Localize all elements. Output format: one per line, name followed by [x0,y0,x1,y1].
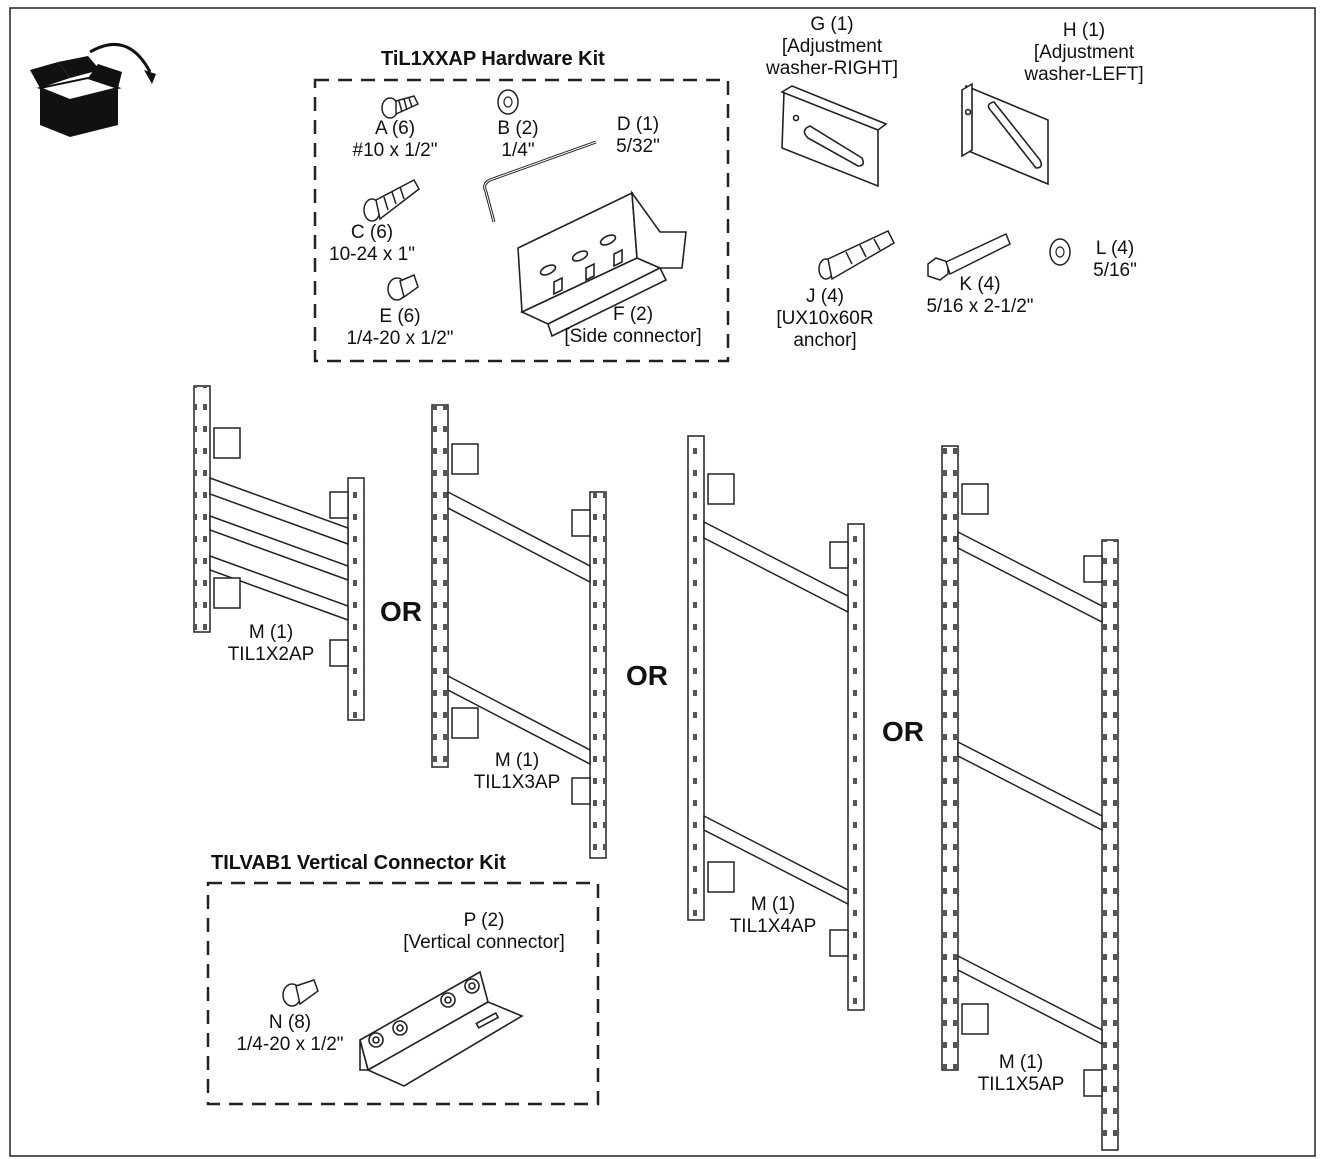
part-p-spec: [Vertical connector] [403,932,565,953]
part-j-line2: [UX10x60R [776,308,874,329]
part-a-spec: #10 x 1/2" [352,140,438,161]
open-box-icon [30,43,156,137]
part-d-id: D (1) [616,114,660,135]
part-k-id: K (4) [959,274,1001,295]
mount-til1x3ap-id: M (1) [494,750,540,771]
part-g-adjustment-washer-right [780,85,888,188]
part-f-side-connector [517,190,687,338]
part-a-screw [381,95,420,119]
mount-til1x3ap-label: M (1) TIL1X3AP [454,750,580,794]
part-e-screw [387,273,419,301]
part-e-spec: 1/4-20 x 1/2" [346,328,454,349]
mount-til1x3ap [431,404,607,859]
part-l-washer [1049,238,1071,266]
part-c-label: C (6) 10-24 x 1" [312,222,432,266]
part-j-id: J (4) [806,286,844,307]
part-h-line2: [Adjustment [1033,42,1135,63]
part-g-line2: [Adjustment [781,36,883,57]
part-k-label: K (4) 5/16 x 2-1/2" [910,274,1050,318]
part-e-label: E (6) 1/4-20 x 1/2" [332,306,468,350]
mount-til1x4ap-model: TIL1X4AP [729,916,817,937]
mount-til1x5ap [941,445,1119,1151]
part-f-label: F (2) [Side connector] [546,304,720,348]
part-d-hex-key [483,140,597,223]
part-l-label: L (4) 5/16" [1080,238,1150,282]
part-n-label: N (8) 1/4-20 x 1/2" [222,1012,358,1056]
part-h-adjustment-washer-left [961,82,1049,186]
part-b-id: B (2) [497,118,539,139]
part-n-spec: 1/4-20 x 1/2" [236,1034,344,1055]
part-d-label: D (1) 5/32" [598,114,678,158]
part-h-line3: washer-LEFT] [1024,64,1144,85]
mount-til1x2ap-model: TIL1X2AP [227,644,315,665]
part-n-id: N (8) [268,1012,312,1033]
part-a-id: A (6) [374,118,416,139]
part-p-vertical-connector [359,970,524,1087]
part-l-id: L (4) [1095,238,1135,259]
part-c-screw [363,178,420,222]
or-label-2: OR [626,660,668,691]
part-p-label: P (2) [Vertical connector] [384,910,584,954]
mount-til1x5ap-model: TIL1X5AP [977,1074,1065,1095]
or-label-3: OR [882,716,924,747]
part-f-spec: [Side connector] [564,326,702,347]
mount-til1x3ap-model: TIL1X3AP [473,772,561,793]
part-h-id: H (1) [1062,20,1106,41]
part-j-label: J (4) [UX10x60R anchor] [760,286,890,352]
mount-til1x5ap-label: M (1) TIL1X5AP [958,1052,1084,1096]
part-g-id: G (1) [810,14,854,35]
part-j-anchor [818,230,895,281]
part-h-label: H (1) [Adjustment washer-LEFT] [1002,20,1166,86]
part-c-id: C (6) [350,222,394,243]
hardware-kit-title: TiL1XXAP Hardware Kit [381,48,605,70]
part-n-screw [282,979,319,1007]
part-c-spec: 10-24 x 1" [329,244,415,265]
mount-til1x2ap-label: M (1) TIL1X2AP [208,622,334,666]
hardware-kit-outline [313,78,730,363]
part-j-line3: anchor] [793,330,857,351]
part-e-id: E (6) [379,306,421,327]
part-l-spec: 5/16" [1093,260,1137,281]
vertical-kit-title: TILVAB1 Vertical Connector Kit [211,852,506,874]
mount-til1x4ap-id: M (1) [750,894,796,915]
page-frame [9,7,1316,1157]
part-b-spec: 1/4" [501,140,535,161]
part-k-spec: 5/16 x 2-1/2" [926,296,1034,317]
or-label-1: OR [380,596,422,627]
part-k-bolt [927,232,1011,281]
mount-til1x2ap [193,385,365,721]
part-b-washer [497,89,519,115]
mount-til1x4ap [687,435,865,1011]
mount-til1x5ap-id: M (1) [998,1052,1044,1073]
part-a-label: A (6) #10 x 1/2" [340,118,450,162]
part-d-spec: 5/32" [616,136,660,157]
mount-til1x4ap-label: M (1) TIL1X4AP [710,894,836,938]
part-b-label: B (2) 1/4" [478,118,558,162]
vertical-kit-outline [206,881,600,1106]
part-p-id: P (2) [463,910,505,931]
part-g-label: G (1) [Adjustment washer-RIGHT] [746,14,918,80]
part-g-line3: washer-RIGHT] [766,58,898,79]
part-f-id: F (2) [612,304,654,325]
mount-til1x2ap-id: M (1) [248,622,294,643]
